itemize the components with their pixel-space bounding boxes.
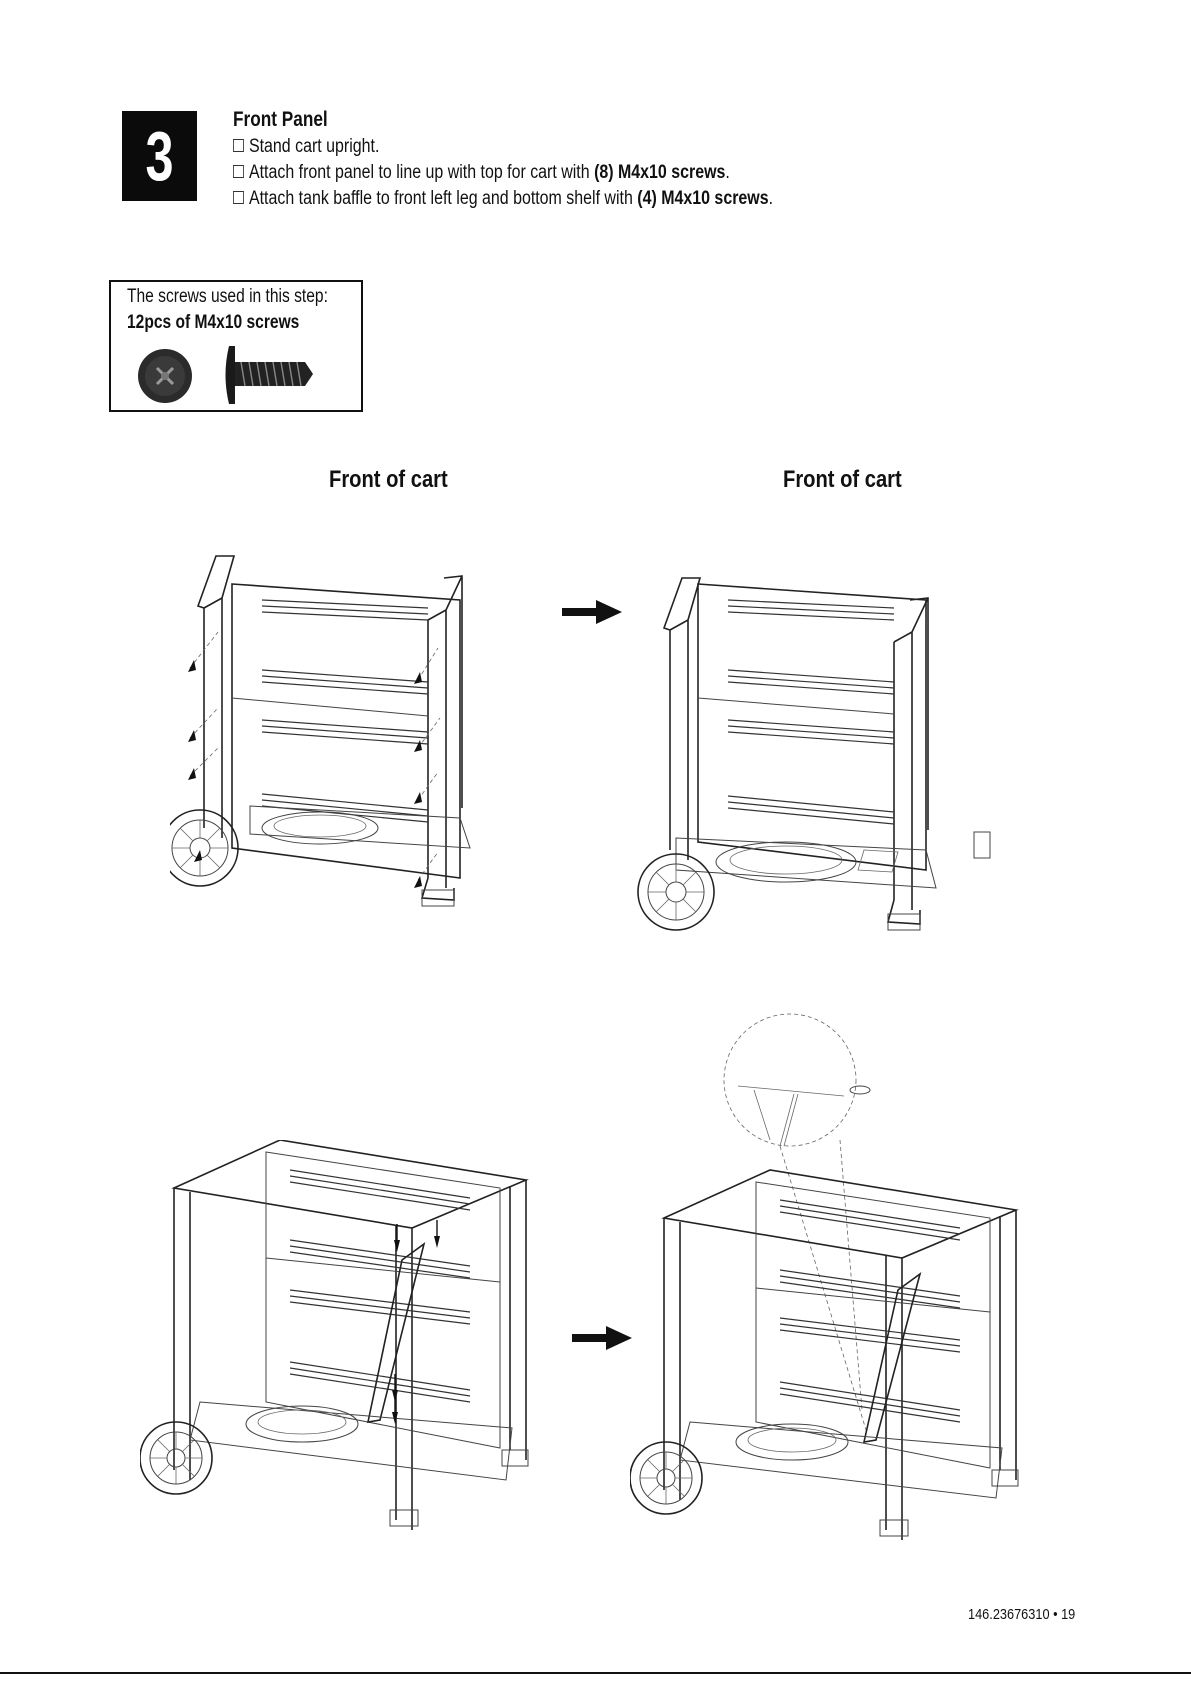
- front-panel-attach-diagram: [170, 548, 530, 918]
- tank-baffle-attached-diagram: [630, 1010, 1030, 1550]
- screw-head-icon: [135, 346, 195, 406]
- left-view-caption: Front of cart: [329, 466, 448, 494]
- screws-count: 12pcs of M4x10 screws: [127, 312, 299, 334]
- right-view-caption: Front of cart: [783, 466, 902, 494]
- instruction-line-2: Attach front panel to line up with top f…: [233, 162, 989, 184]
- step-number-badge: 3: [122, 111, 197, 201]
- arrow-right-icon: [572, 1326, 632, 1350]
- front-panel-attached-diagram: [636, 570, 996, 940]
- arrow-right-icon: [562, 600, 622, 624]
- checkbox-icon: [233, 165, 244, 178]
- page-reference: 146.23676310 • 19: [968, 1606, 1075, 1623]
- screws-used-box: The screws used in this step: 12pcs of M…: [109, 280, 363, 412]
- tank-baffle-attach-diagram: [140, 1140, 540, 1530]
- checkbox-icon: [233, 191, 244, 204]
- screw-side-icon: [219, 340, 319, 410]
- screws-label: The screws used in this step:: [127, 286, 328, 308]
- step-instructions: Front Panel Stand cart upright. Attach f…: [233, 108, 1133, 214]
- bottom-rule: [0, 1672, 1191, 1674]
- instruction-line-1: Stand cart upright.: [233, 136, 989, 158]
- checkbox-icon: [233, 139, 244, 152]
- instruction-line-3: Attach tank baffle to front left leg and…: [233, 188, 989, 210]
- step-title: Front Panel: [233, 108, 971, 132]
- step-number: 3: [145, 121, 173, 191]
